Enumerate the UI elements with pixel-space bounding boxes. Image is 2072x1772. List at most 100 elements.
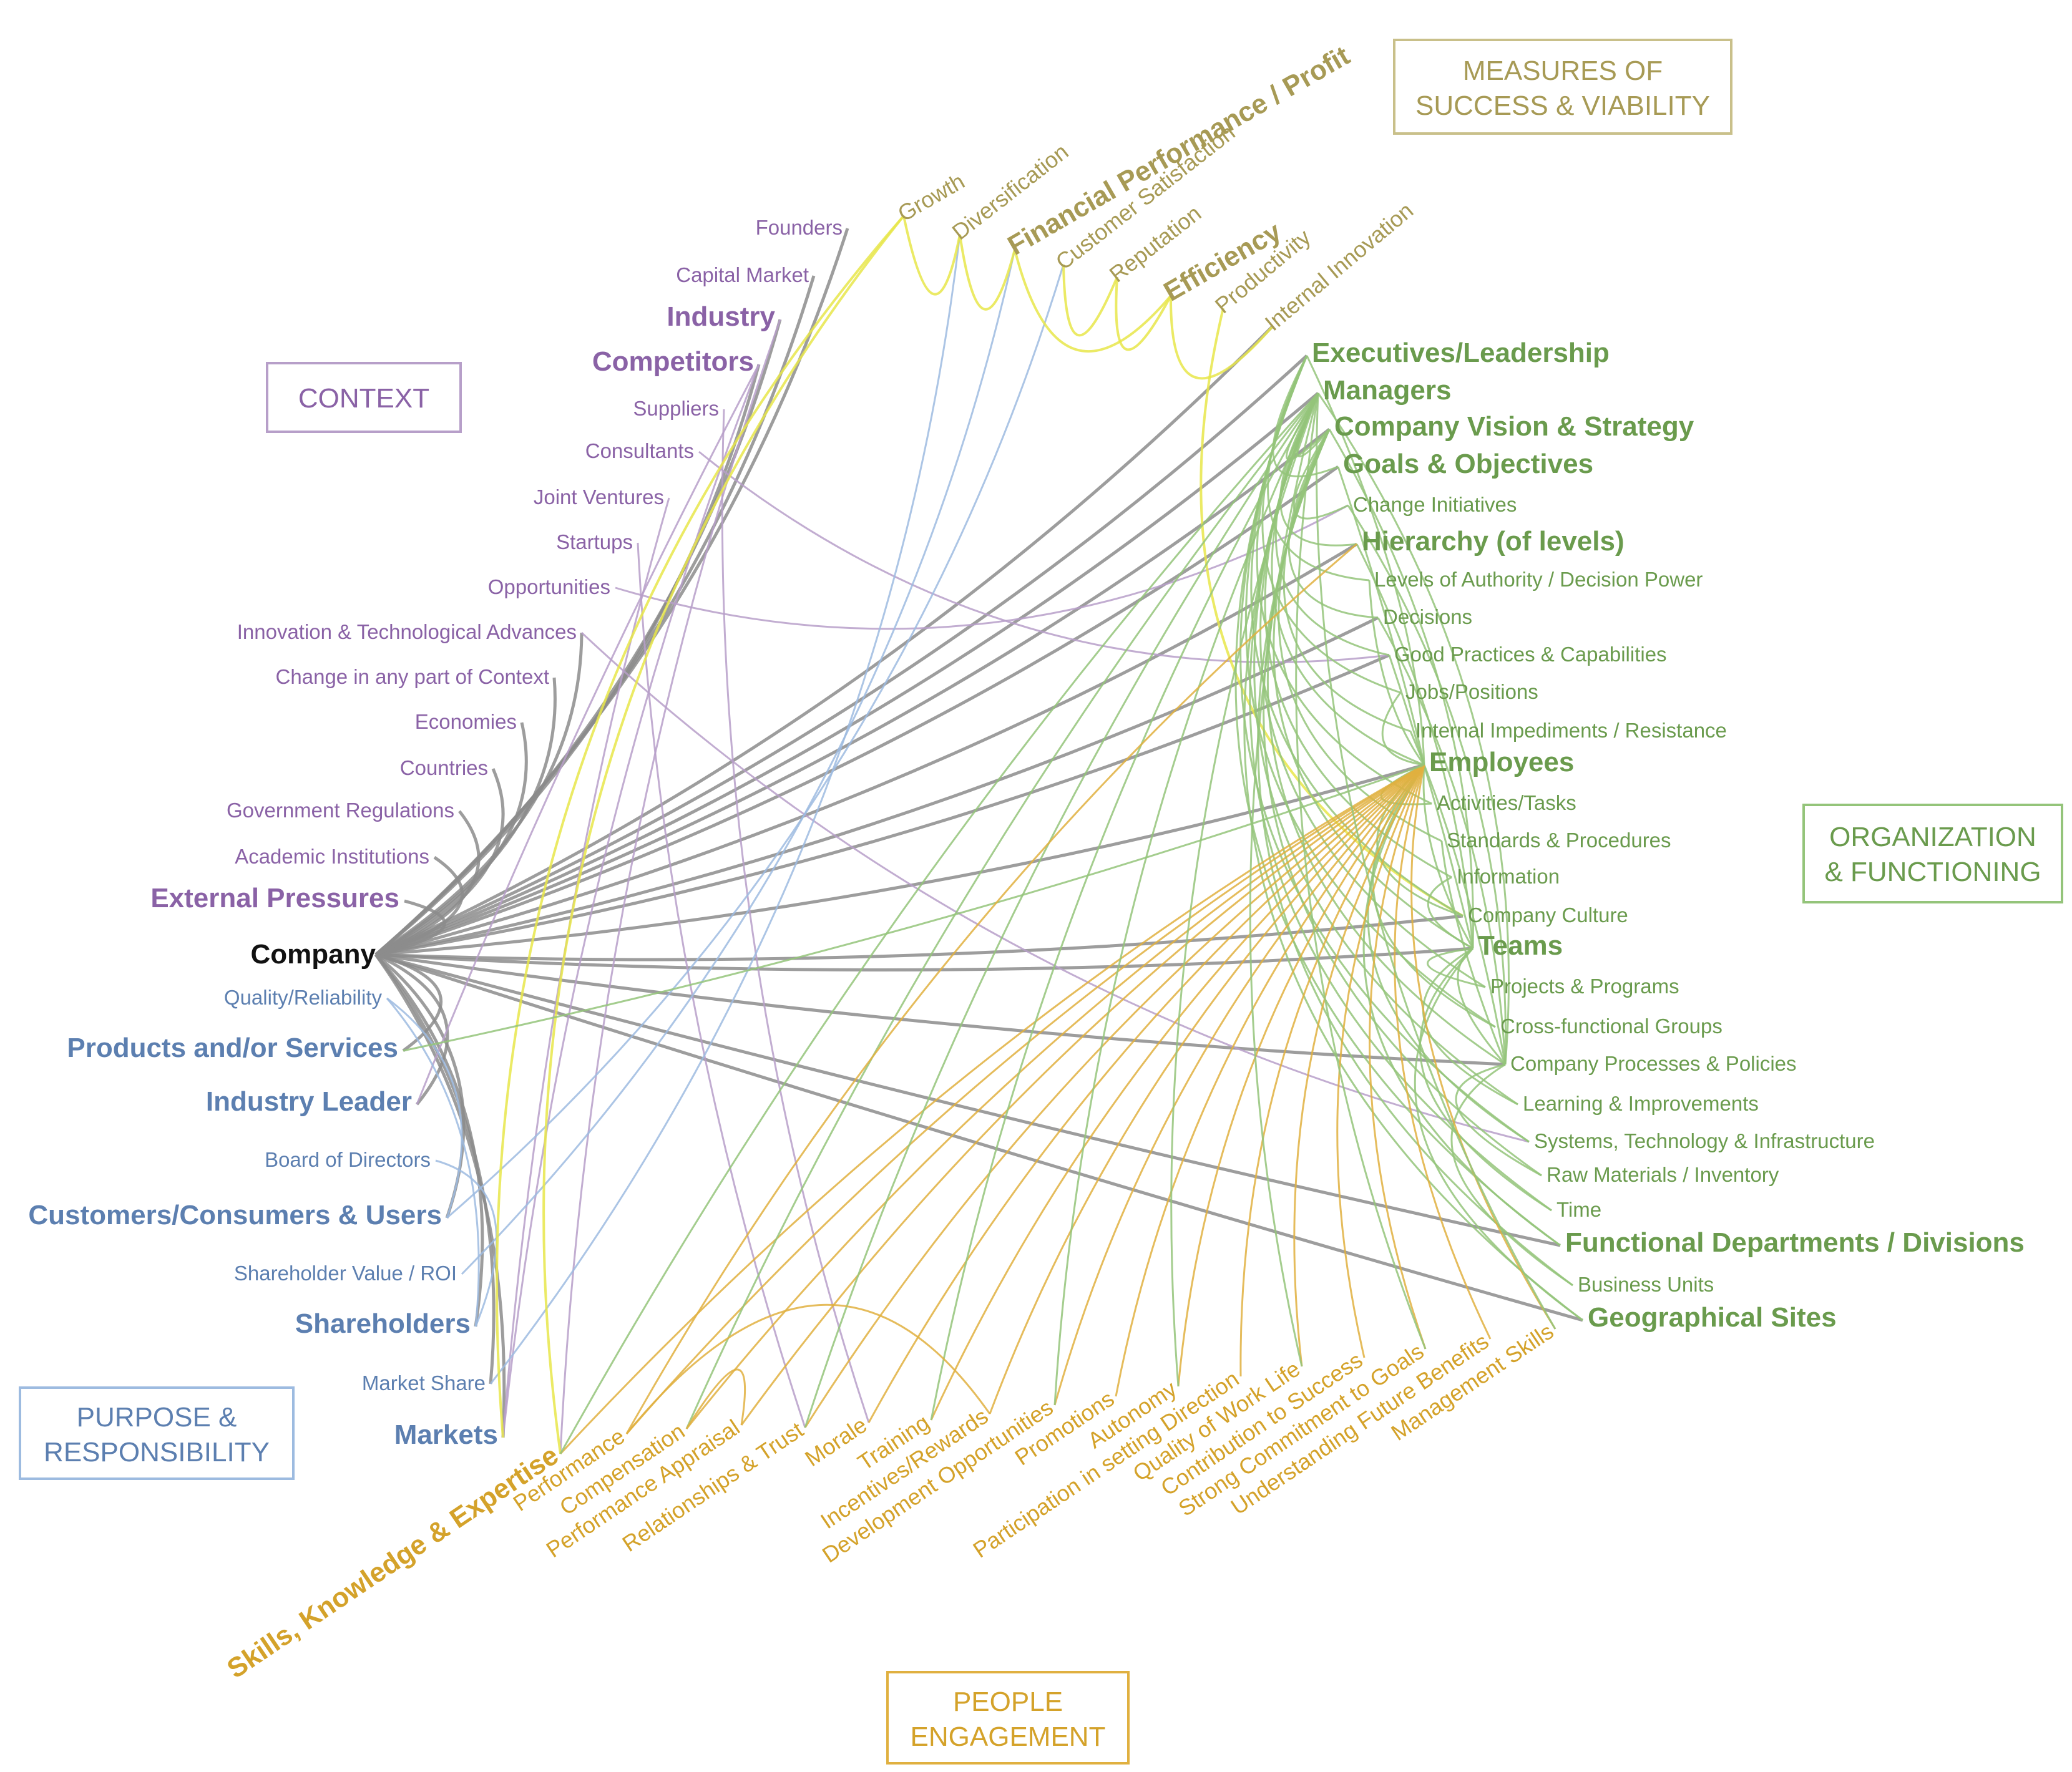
link-company-processes-policies-decisions [1377,617,1507,1065]
node-academic-institutions: Academic Institutions [235,845,429,868]
link-company-executives-leadership [375,354,1308,957]
category-people-label-1: PEOPLE [953,1687,1063,1717]
link-company-processes-policies-managers [1317,392,1510,1065]
link-teams-projects-programs [1427,947,1486,988]
link-hierarchy-performance [625,543,1357,1434]
link-employees-levels-of-authority-decision-power [1368,580,1425,766]
link-reputation-efficiency [1115,276,1172,351]
node-startups: Startups [556,530,633,553]
node-customers-consumers-users: Customers/Consumers & Users [28,1200,442,1230]
link-managers-relationships-trust [804,392,1319,1428]
link-competitors-markets [502,364,760,1438]
link-employees-incentives-rewards [989,764,1425,1414]
link-employees-performance-appraisal [740,764,1425,1426]
node-learning-improvements: Learning & Improvements [1523,1092,1759,1115]
node-employees: Employees [1429,747,1574,777]
category-measures-label-1: MEASURES OF [1463,56,1663,86]
node-opportunities: Opportunities [488,575,610,598]
node-competitors: Competitors [592,346,754,377]
node-shareholders: Shareholders [295,1308,471,1339]
category-organization: ORGANIZATION & FUNCTIONING [1802,804,2063,903]
node-joint-ventures: Joint Ventures [534,485,664,509]
node-company-processes-policies: Company Processes & Policies [1510,1052,1797,1075]
node-levels-of-authority-decision-power: Levels of Authority / Decision Power [1374,568,1703,591]
node-board-of-directors: Board of Directors [265,1148,431,1171]
link-company-processes-policies-internal-impediments-resistance [1409,731,1507,1065]
link-managers-management-skills [1315,392,1556,1330]
link-managers-autonomy [1170,392,1319,1387]
category-boxes: CONTEXT MEASURES OF SUCCESS & VIABILITY … [19,39,2063,1765]
node-functional-departments-divisions: Functional Departments / Divisions [1565,1227,2025,1258]
link-employees-relationships-trust [804,764,1425,1428]
link-company-shareholders [374,953,484,1327]
link-efficiency-internal-innovation [1169,295,1274,380]
category-organization-label-1: ORGANIZATION [1829,822,2036,852]
link-company-countries [374,768,505,957]
link-company-change-in-any-part-of-context [374,677,557,957]
node-products-and-or-services: Products and/or Services [67,1033,398,1063]
link-quality-reliability-shareholders [386,998,480,1327]
link-suppliers-morale [721,409,870,1423]
node-company-culture: Company Culture [1468,903,1628,927]
category-organization-label-2: & FUNCTIONING [1824,857,2041,887]
node-consultants: Consultants [585,439,694,462]
link-employees-jobs-positions [1381,692,1425,766]
node-executives-leadership: Executives/Leadership [1312,338,1610,368]
link-employees-contribution-to-success [1336,764,1425,1358]
node-markets: Markets [394,1419,498,1450]
node-systems-technology-infrastructure: Systems, Technology & Infrastructure [1534,1129,1875,1152]
link-company-market-share [374,953,496,1385]
link-company-founders [374,228,849,956]
link-employees-functional-departments-divisions [1362,764,1561,1247]
link-company-economies [374,722,528,957]
link-employees-training [930,764,1425,1421]
node-business-units: Business Units [1578,1273,1714,1296]
link-teams-good-practices-capabilities [1388,655,1474,949]
link-opportunities-change-initiatives [615,504,1349,630]
link-performance-incentives [625,1303,991,1434]
node-information: Information [1457,865,1560,888]
node-time: Time [1556,1198,1601,1221]
link-executives-leadership-functional-departments-divisions [1234,355,1561,1247]
node-good-practices-capabilities: Good Practices & Capabilities [1394,643,1667,666]
node-founders: Founders [756,216,843,239]
node-capital-market: Capital Market [676,263,809,286]
link-company-industry-leader [374,953,449,1106]
link-company-company-culture [375,914,1464,961]
node-economies: Economies [415,710,517,733]
link-employees-strong-commitment-to-goals [1369,764,1427,1350]
link-teams-time [1419,947,1552,1212]
node-cross-functional-groups: Cross-functional Groups [1500,1015,1723,1038]
node-jobs-positions: Jobs/Positions [1405,680,1538,703]
link-customers-consumers-users-customer-satisfaction [446,264,1065,1219]
link-productivity-company-culture [1200,308,1464,917]
link-customer-satisfaction-reputation [1062,264,1118,337]
node-quality-reliability: Quality/Reliability [224,986,383,1009]
node-geographical-sites: Geographical Sites [1588,1302,1837,1333]
node-change-in-any-part-of-context: Change in any part of Context [276,665,549,688]
link-growth-diversification [902,215,961,296]
node-goals-objectives: Goals & Objectives [1343,449,1593,479]
category-measures-label-2: SUCCESS & VIABILITY [1415,90,1710,121]
node-projects-programs: Projects & Programs [1490,975,1679,998]
link-growth-skills-knowledge-expertise [542,215,905,1454]
category-purpose: PURPOSE & RESPONSIBILITY [19,1386,295,1480]
link-competitors-industry-leader [416,364,760,1105]
category-purpose-label-1: PURPOSE & [77,1402,237,1433]
link-company-goals-objectives [375,465,1339,957]
link-company-processes-policies-business-units [1450,1063,1573,1287]
link-employees-autonomy [1177,764,1425,1387]
link-company-processes-policies-change-initiatives [1347,505,1507,1065]
link-diversification-financial-performance-profit [959,234,1016,311]
link-employees-morale [867,764,1425,1423]
link-managers-strong-commitment-to-goals [1295,392,1427,1350]
category-context-label: CONTEXT [298,383,429,414]
node-external-pressures: External Pressures [150,883,399,913]
node-shareholder-value-roi: Shareholder Value / ROI [234,1262,457,1285]
node-change-initiatives: Change Initiatives [1353,493,1517,516]
node-countries: Countries [400,756,488,779]
node-standards-procedures: Standards & Procedures [1447,829,1671,852]
category-measures: MEASURES OF SUCCESS & VIABILITY [1393,39,1732,135]
link-managers-quality-of-work-life [1249,392,1319,1367]
